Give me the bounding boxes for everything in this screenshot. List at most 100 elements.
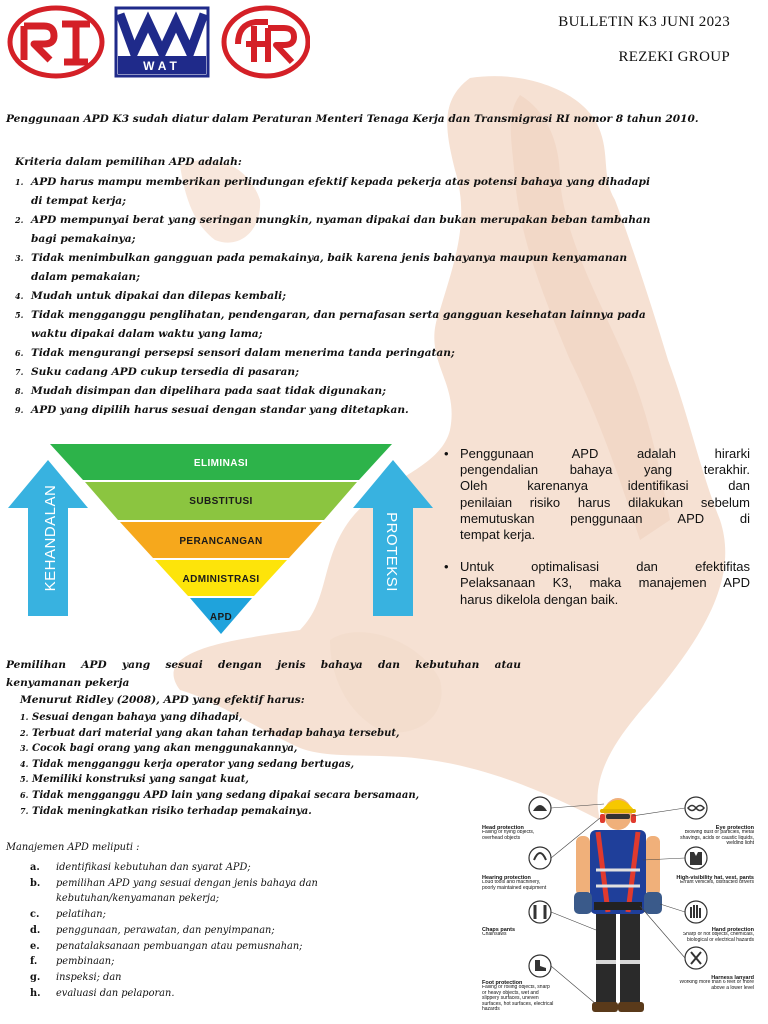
list-item: g. inspeksi; dan: [30, 970, 430, 986]
ridley-title: Menurut Ridley (2008), APD yang efektif …: [20, 694, 305, 706]
bullet-dot: •: [444, 446, 449, 461]
bullet-dot: •: [444, 559, 449, 575]
bulletin-title: BULLETIN K3 JUNI 2023: [558, 14, 730, 30]
ppe-title-harness: Harness lanyard: [711, 975, 754, 981]
list-item-text: pembinaan;: [56, 956, 115, 968]
ppe-worker-figure: Head protection Falling or flying object…: [482, 796, 755, 1013]
list-item-number: 2.: [15, 215, 24, 225]
list-item-number: 8.: [15, 386, 24, 396]
list-item-text: pemilihan APD yang sesuai dengan jenis b…: [56, 877, 318, 889]
worker-illustration: [574, 798, 662, 1012]
kriteria-list: 1.APD harus mampu memberikan perlindunga…: [15, 173, 760, 420]
list-item-text: identifikasi kebutuhan dan syarat APD;: [56, 862, 251, 873]
list-item-number: g.: [30, 971, 41, 983]
list-item-text: di tempat kerja;: [31, 195, 127, 207]
tier-perancangan: [120, 522, 322, 558]
list-item: bagi pemakainya;: [15, 230, 760, 249]
ppe-title-head: Head protection: [482, 825, 525, 831]
list-item-number: 6.: [15, 348, 24, 358]
list-item-number: 1.: [20, 712, 29, 722]
company-logo: WAT: [7, 5, 310, 79]
list-item: b.pemilihan APD yang sesuai dengan jenis…: [30, 876, 430, 892]
list-item: 2. APD mempunyai berat yang seringan mung…: [15, 211, 760, 230]
list-item-number: c.: [30, 909, 40, 921]
list-item-text: Cocok bagi orang yang akan menggunakanny…: [32, 743, 298, 755]
list-item-text: APD mempunyai berat yang seringan mungki…: [31, 214, 651, 226]
bullet-line: memutuskan penggunaan APD di: [460, 510, 750, 526]
tier-administrasi: [155, 560, 287, 596]
ppe-desc-harness: Working more than 6 feet or more above a…: [679, 980, 754, 991]
ppe-desc-hivis: Errant vehicles, distracted drivers: [680, 880, 754, 885]
control-hierarchy-diagram: KEHANDALAN PROTEKSI ELIMINASI SUBSTITUSI…: [8, 444, 433, 634]
intro-paragraph: Penggunaan APD K3 sudah diatur dalam Per…: [6, 113, 699, 125]
list-item-number: 9.: [15, 405, 24, 415]
bullet-line-last: harus dikelola dengan baik.: [460, 591, 619, 607]
list-item: 9.APD yang dipilih harus sesuai dengan s…: [15, 401, 760, 420]
list-item: a. identifikasi kebutuhan dan syarat APD;: [30, 860, 430, 876]
pemilihan-line2: kenyamanan pekerja: [6, 677, 130, 689]
list-item-text: inspeksi; dan: [56, 971, 122, 983]
list-item-text: Tidak mengganggu penglihatan, pendengara…: [31, 309, 646, 321]
tier-label-substitusi: SUBSTITUSI: [189, 496, 252, 507]
list-item-number: 3.: [20, 743, 29, 754]
list-item-text: Sesuai dengan bahaya yang dihadapi,: [32, 712, 243, 723]
list-item-number: f.: [30, 956, 38, 968]
list-item-number: d.: [30, 924, 41, 936]
ppe-desc-eye: Blowing dust or particles, metal shaving…: [680, 830, 754, 844]
kehandalan-label: KEHANDALAN: [42, 485, 59, 592]
ppe-title-hivis: High-visibility hat, vest, pants: [676, 875, 754, 881]
ppe-desc-hearing: Loud tools and machinery, poorly maintai…: [482, 880, 547, 891]
list-item: dalam pemakaian;: [15, 268, 760, 287]
list-item-text: pelatihan;: [56, 909, 106, 921]
list-item: 1.Sesuai dengan bahaya yang dihadapi,: [20, 710, 490, 726]
list-item-number: 6.: [20, 789, 29, 800]
list-item-text: penggunaan, perawatan, dan penyimpanan;: [56, 924, 275, 936]
ppe-title-eye: Eye protection: [716, 825, 755, 831]
list-item-text: Suku cadang APD cukup tersedia di pasara…: [31, 366, 299, 378]
list-item: 6.Tidak mengganggu APD lain yang sedang …: [20, 788, 490, 804]
list-item-number: a.: [30, 862, 40, 873]
ridley-list: 1.Sesuai dengan bahaya yang dihadapi,2. T…: [20, 710, 490, 819]
list-item: f. pembinaan;: [30, 954, 430, 970]
list-item: 3.Cocok bagi orang yang akan menggunakan…: [20, 741, 490, 757]
tier-label-perancangan: PERANCANGAN: [179, 536, 262, 547]
list-item-text: Memiliki konstruksi yang sangat kuat,: [32, 774, 249, 786]
list-item: 7. Suku cadang APD cukup tersedia di pasa…: [15, 363, 760, 382]
list-item-text: dalam pemakaian;: [31, 271, 140, 283]
ppe-desc-foot: Falling or rolling objects, sharp or hea…: [482, 985, 554, 1013]
list-item: 4.Tidak mengganggu kerja operator yang s…: [20, 757, 490, 773]
earmuff-icon: [528, 846, 552, 870]
list-item: 5.Memiliki konstruksi yang sangat kuat,: [20, 772, 490, 788]
ppe-connectors: [550, 803, 686, 1005]
list-item-text: Tidak menimbulkan gangguan pada pemakain…: [31, 252, 628, 264]
hierarchy-pyramid: ELIMINASI SUBSTITUSI PERANCANGAN ADMINIS…: [50, 444, 392, 634]
list-item-text: Mudah untuk dipakai dan dilepas kembali;: [31, 290, 287, 302]
list-item-number: 7.: [15, 367, 24, 377]
list-item-text: Tidak mengganggu APD lain yang sedang di…: [32, 789, 420, 801]
ppe-desc-head: Falling or flying objects, overhead obje…: [482, 830, 535, 841]
list-item: 5. Tidak mengganggu penglihatan, pendenga…: [15, 306, 760, 325]
ppe-desc-chaps: Chainsaws: [482, 932, 507, 937]
list-item-text: evaluasi dan pelaporan.: [56, 987, 175, 999]
tier-apd: [190, 598, 252, 634]
list-item-number: h.: [30, 987, 41, 999]
list-item-number: 5.: [15, 310, 24, 320]
logo-middle-emblem: WAT: [114, 6, 210, 78]
list-item-text: Tidak meningkatkan risiko terhadap pemak…: [32, 805, 312, 817]
list-item: e.penatalaksanaan pembuangan atau pemusn…: [30, 939, 430, 955]
bullet-line: Untuk optimalisasi dan efektifitas: [460, 559, 750, 575]
list-item-number: 2.: [20, 727, 29, 738]
list-item: waktu dipakai dalam waktu yang lama;: [15, 325, 760, 344]
list-item-text: Mudah disimpan dan dipelihara pada saat …: [31, 385, 387, 397]
list-item-text: Tidak mengurangi persepsi sensori dalam …: [31, 347, 455, 359]
ppe-labels: Head protection Falling or flying object…: [482, 825, 755, 1013]
list-item-number: 1.: [15, 177, 24, 187]
list-item: h. evaluasi dan pelaporan.: [30, 986, 430, 1002]
manajemen-list: a. identifikasi kebutuhan dan syarat APD;…: [30, 860, 430, 1001]
bullet-line-last: tempat kerja.: [460, 527, 536, 543]
ppe-title-hand: Hand protection: [712, 927, 755, 933]
list-item-number: e.: [30, 940, 40, 952]
logo-mid-text: WAT: [143, 59, 181, 73]
